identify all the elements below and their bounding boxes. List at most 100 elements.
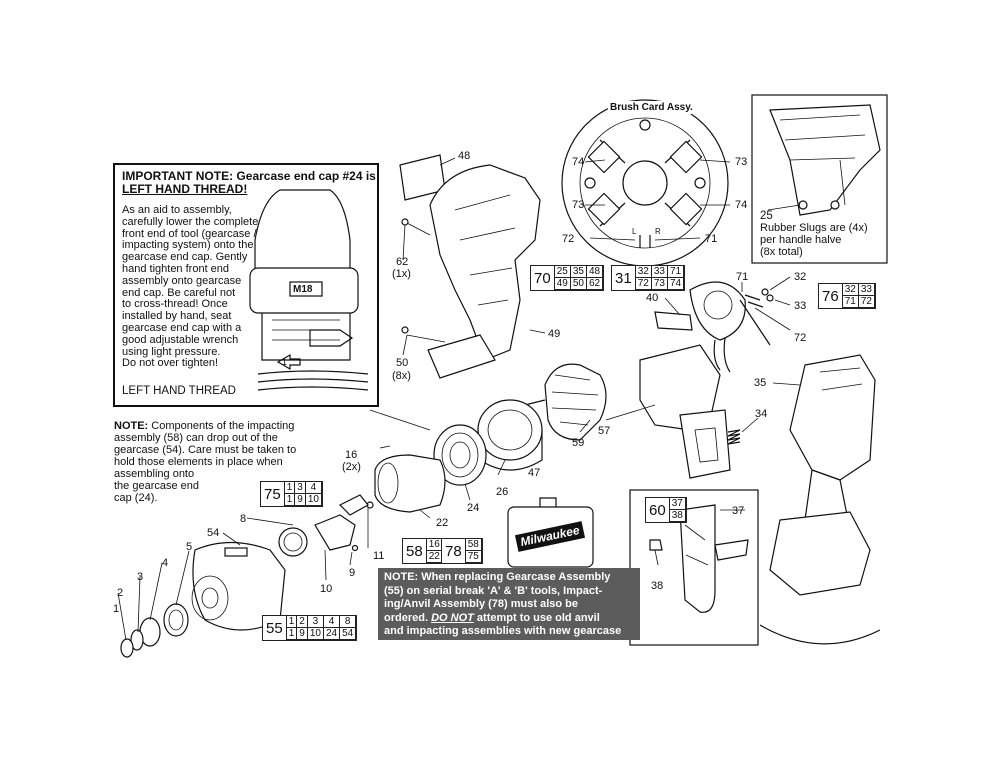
callout-47: 47 [528,467,541,479]
arrow-step-label: 1 [282,357,288,367]
callout-72: 72 [794,332,807,344]
note-line: gearcase end cap with a [122,321,242,334]
kit-id: 60 [646,498,670,522]
gearcase-note-line: ing/Anvil Assembly (78) must also be [384,598,578,610]
callout-49: 49 [548,328,561,340]
motor-rotor [524,363,607,441]
components-note-lead: NOTE: [114,420,149,432]
gearcase-note-line: ordered. [384,611,432,624]
kit-part: 72 [858,296,875,308]
anvil [278,494,369,557]
handle-housing [399,154,541,379]
kit-part: 10 [307,628,324,640]
callout-50: 50 [396,357,409,369]
components-note: NOTE: Components of the impacting assemb… [114,420,296,504]
callout-9: 9 [349,567,356,579]
kit-part: 4 [323,616,341,628]
components-note-line: Components of the impacting [148,420,295,432]
gearcase [191,541,286,631]
callout-35: 35 [754,377,767,389]
gearcase-replacement-note: NOTE: When replacing Gearcase Assembly (… [378,568,640,640]
kit-part: 54 [340,628,357,640]
spring [727,429,741,445]
lamp-and-wiring [654,281,774,373]
components-note-line: hold those elements in place when [114,456,283,468]
callout-71: 71 [736,271,749,283]
m18-logo-box [289,281,323,297]
callout-40: 40 [646,292,659,304]
note-line: Do not over tighten! [122,357,219,370]
callout-24: 24 [467,502,480,514]
kit-part: 10 [305,494,322,506]
note-line: carefully lower the complete [122,215,259,228]
note-line: to cross-thread! Once [122,298,228,311]
kit-part: 35 [570,266,587,278]
kit-part: 75 [465,551,482,563]
kit-part: 72 [635,278,652,290]
stator-ring [477,399,543,471]
callout-26: 26 [496,486,509,498]
do-not-warning: DO NOT [431,611,474,624]
trigger-switch [639,344,731,479]
kit-part: 25 [554,266,571,278]
components-note-line: cap (24). [114,492,158,504]
kit-part: 33 [858,284,875,296]
kit-id: 75 [261,482,285,506]
brush-label: 74 [572,156,585,168]
rubber-slug-part: 25 [760,210,773,222]
note-line: As an aid to assembly, [122,204,232,216]
kit-part: 58 [465,539,482,551]
gearcase-note-line: (55) on serial break 'A' & 'B' tools, Im… [384,584,603,597]
important-note-heading-line1: IMPORTANT NOTE: Gearcase end cap #24 is [122,169,376,183]
kit-part: 9 [295,494,306,506]
rubber-slug-line: per handle halve [760,234,842,246]
callout-1: 1 [113,603,120,615]
kit-table-76: 76 32 33 71 72 [818,283,876,309]
kit-table-75: 75 1 3 4 1 9 10 [260,481,323,507]
kit-part: 24 [323,628,341,640]
callout-8: 8 [240,513,247,525]
note-line: end cap. Be careful not [122,286,236,299]
callout-38: 38 [651,580,664,592]
kit-id: 31 [612,266,636,290]
callout-54: 54 [207,527,220,539]
note-line: using light pressure. [122,345,221,358]
kit-table-78: 78 58 75 [441,538,483,564]
note-line: hand tighten front end [122,262,230,275]
rubber-slug-line: (8x total) [760,246,803,258]
kit-part: 4 [305,482,322,494]
kit-id: 55 [263,616,287,640]
important-note-box [113,163,379,407]
callout-16: 16 [345,449,358,461]
kit-table-60: 60 37 38 [645,497,687,523]
brush-label: 74 [735,199,748,211]
callout-11: 11 [373,550,385,562]
kit-part: 73 [651,278,668,290]
small-rings [120,603,189,658]
tool-body [759,354,881,645]
polarity-right: R [655,227,661,236]
kit-part: 50 [570,278,587,290]
kit-id: 58 [403,539,427,563]
kit-part: 1 [284,494,296,506]
brush-card-assembly [561,99,729,267]
belt-clip-inset [629,489,759,646]
kit-part: 37 [669,498,686,510]
left-hand-thread-label: LEFT HAND THREAD [122,385,236,397]
kit-id: 76 [819,284,843,308]
important-note-body: As an aid to assembly, carefully lower t… [122,204,259,370]
callout-37: 37 [732,505,745,517]
callout-4: 4 [162,557,169,569]
polarity-left: L [632,227,637,236]
note-line: good adjustable wrench [122,333,239,346]
kit-part: 33 [651,266,668,278]
rubber-slug-line: Rubber Slugs are (4x) [760,222,868,234]
kit-part: 71 [842,296,859,308]
kit-part: 32 [842,284,859,296]
callout-2: 2 [117,587,124,599]
kit-table-55: 55 1 2 3 4 8 1 9 10 24 54 [262,615,358,641]
brush-label: 71 [705,233,718,245]
brush-label: 72 [562,233,575,245]
kit-table-31: 31 32 33 71 72 73 74 [611,265,686,291]
gearcase-note-line: NOTE: When replacing Gearcase Assembly [384,571,611,583]
